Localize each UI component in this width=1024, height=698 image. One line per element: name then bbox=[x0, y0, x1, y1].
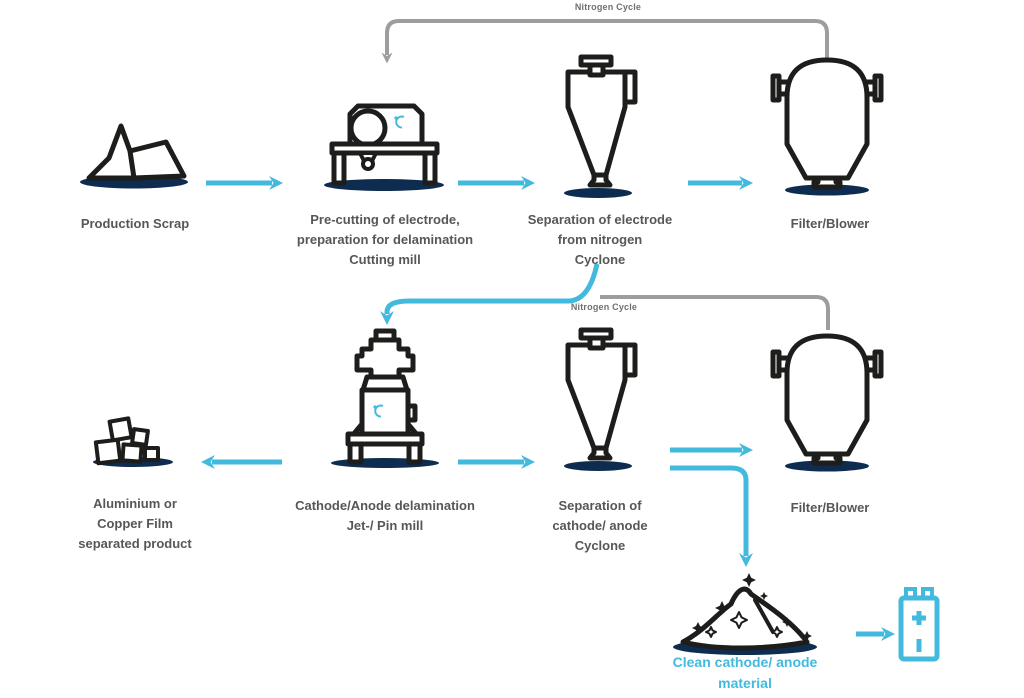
label-line: Separation of electrode bbox=[527, 212, 673, 227]
powder-pile-icon bbox=[673, 573, 817, 655]
machine-name: Filter/Blower bbox=[790, 500, 870, 515]
label-jet-pin-mill: Cathode/Anode delamination Jet-/ Pin mil… bbox=[260, 496, 510, 536]
nitrogen-cycle-label-bottom: Nitrogen Cycle bbox=[570, 302, 638, 312]
machine-name: Filter/Blower bbox=[790, 216, 870, 231]
label-filter-2: Filter/Blower bbox=[730, 498, 930, 518]
plus-terminal bbox=[912, 611, 926, 625]
label-line: Clean cathode/ anode bbox=[672, 654, 818, 670]
label-line: Copper Film bbox=[97, 516, 173, 531]
label-line: material bbox=[718, 675, 772, 691]
label-production-scrap: Production Scrap bbox=[25, 214, 245, 234]
label-line: Pre-cutting of electrode, bbox=[310, 212, 460, 227]
label-cyclone-2: Separation of cathode/ anode Cyclone bbox=[495, 496, 705, 556]
label-line: Production Scrap bbox=[80, 216, 190, 231]
shadow-ellipse bbox=[564, 461, 632, 471]
cyclone-icon bbox=[564, 327, 638, 471]
label-line: Aluminium or bbox=[93, 496, 177, 511]
label-line: Cathode/Anode delamination bbox=[295, 498, 475, 513]
nitrogen-loop-top bbox=[381, 19, 829, 64]
label-line: cathode/ anode bbox=[552, 518, 648, 533]
shadow-ellipse bbox=[785, 184, 869, 196]
arrow-cyclone2-to-powder bbox=[670, 465, 753, 567]
shadow-ellipse bbox=[564, 188, 632, 198]
cutting-mill-icon bbox=[324, 103, 444, 191]
shadow-ellipse bbox=[785, 460, 869, 472]
label-clean-material: Clean cathode/ anode material bbox=[640, 652, 850, 694]
filter-blower-icon bbox=[770, 333, 884, 472]
machine-name: Cyclone bbox=[574, 538, 626, 553]
filter-blower-icon bbox=[770, 57, 884, 196]
scrap-pile-icon bbox=[80, 123, 188, 189]
shadow-ellipse bbox=[324, 179, 444, 191]
label-cutting-mill: Pre-cutting of electrode, preparation fo… bbox=[270, 210, 500, 270]
film-cubes-icon bbox=[93, 416, 173, 467]
jet-pin-mill-icon bbox=[331, 328, 439, 468]
machine-name: Cutting mill bbox=[349, 252, 421, 267]
battery-icon bbox=[898, 587, 940, 662]
label-separated-product: Aluminium or Copper Film separated produ… bbox=[30, 494, 240, 554]
sparkle-star bbox=[715, 601, 729, 615]
nitrogen-cycle-label-top: Nitrogen Cycle bbox=[574, 2, 642, 12]
label-line: separated product bbox=[78, 536, 192, 551]
arrow-cyclone1-to-jetmill bbox=[380, 263, 600, 325]
label-line: preparation for delamination bbox=[296, 232, 474, 247]
label-line: Separation of bbox=[558, 498, 642, 513]
machine-name: Cyclone bbox=[574, 252, 626, 267]
label-cyclone-1: Separation of electrode from nitrogen Cy… bbox=[495, 210, 705, 270]
cyclone-icon bbox=[564, 54, 638, 198]
machine-name: Jet-/ Pin mill bbox=[346, 518, 424, 533]
shadow-ellipse bbox=[331, 458, 439, 468]
label-line: from nitrogen bbox=[557, 232, 643, 247]
label-filter-1: Filter/Blower bbox=[730, 214, 930, 234]
nitrogen-loop-bottom bbox=[600, 295, 830, 330]
